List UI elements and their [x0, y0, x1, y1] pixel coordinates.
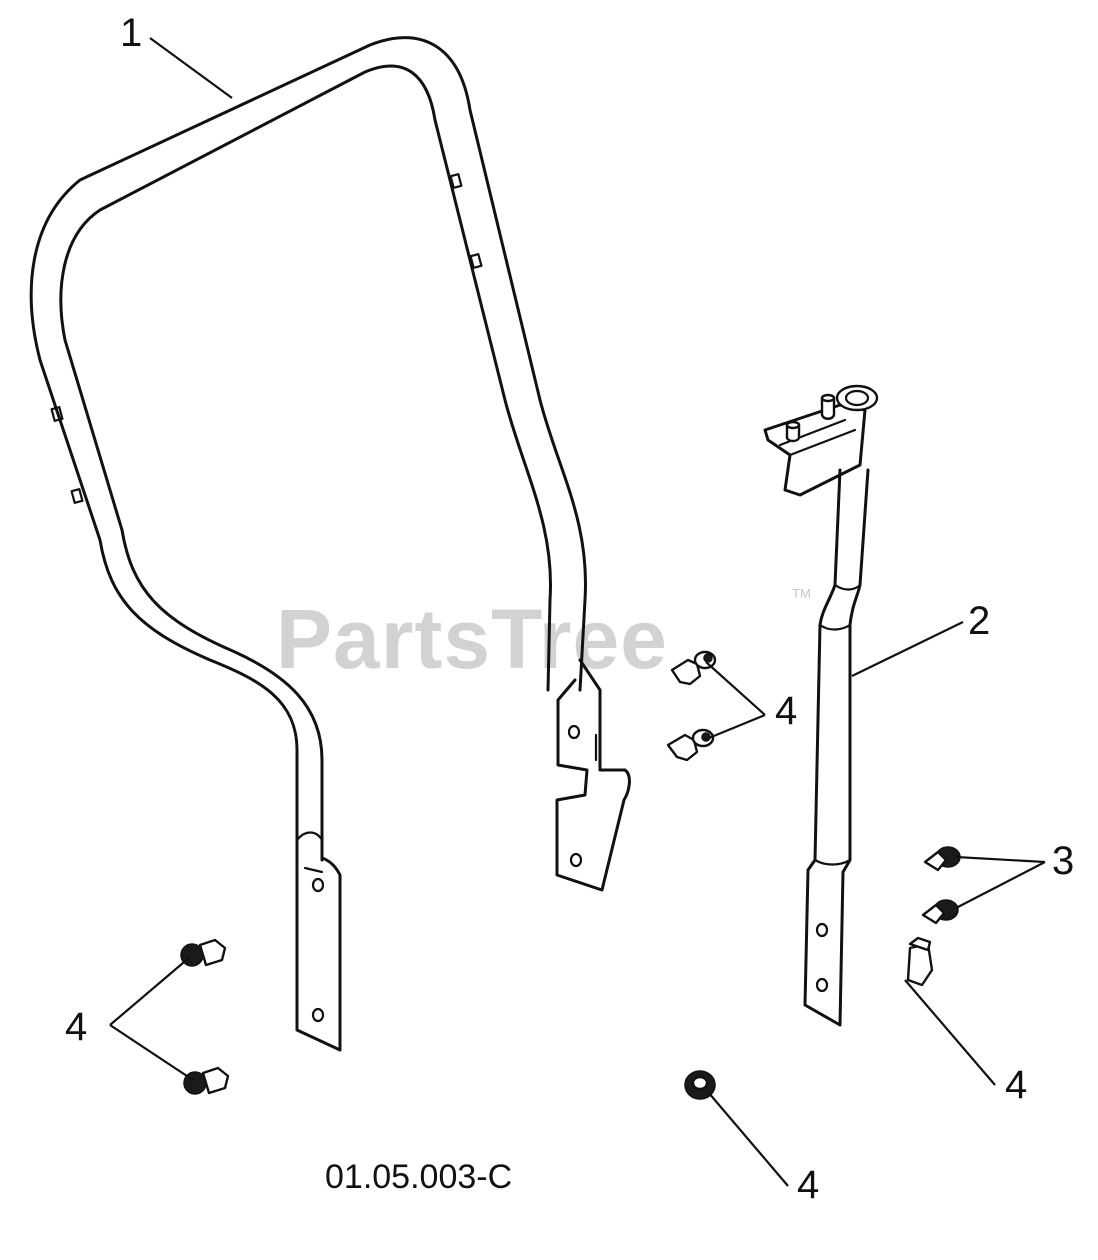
bolt-3-upper	[923, 846, 961, 872]
callout-4-right-bolt: 4	[1005, 1063, 1027, 1107]
callout-4-mid-bolts: 4	[775, 689, 797, 733]
bolt-left-upper	[180, 938, 227, 967]
hardware-group	[180, 650, 961, 1100]
bolt-left-lower	[183, 1066, 230, 1095]
bolt-mid-upper	[670, 650, 717, 686]
watermark-trademark: TM	[792, 586, 811, 601]
callout-2-mount-tube: 2	[968, 599, 990, 643]
callout-3-bolts: 3	[1052, 839, 1074, 883]
bolt-mid-lower	[666, 728, 715, 762]
roll-bar-outer-edge	[29, 36, 588, 862]
watermark: PartsTree	[276, 592, 668, 686]
callout-4-left-bolts: 4	[65, 1005, 87, 1049]
diagram-code: 01.05.003-C	[325, 1158, 512, 1196]
roll-bar-part	[29, 36, 631, 1052]
bolt-4-right	[906, 936, 934, 987]
mount-tube-top-bracket	[763, 403, 867, 497]
mount-tube-body	[803, 468, 870, 1027]
mount-tube-part	[763, 384, 879, 1027]
nut-bottom	[684, 1070, 716, 1100]
leader-lines	[109, 37, 1046, 1187]
bolt-3-lower	[921, 899, 959, 925]
roll-bar-inner-edge	[59, 64, 553, 862]
callout-4-bottom-nut: 4	[797, 1163, 819, 1207]
roll-bar-right-bracket	[555, 658, 631, 892]
callout-1-roll-bar: 1	[120, 11, 142, 55]
roll-bar-left-plate	[295, 838, 342, 1052]
